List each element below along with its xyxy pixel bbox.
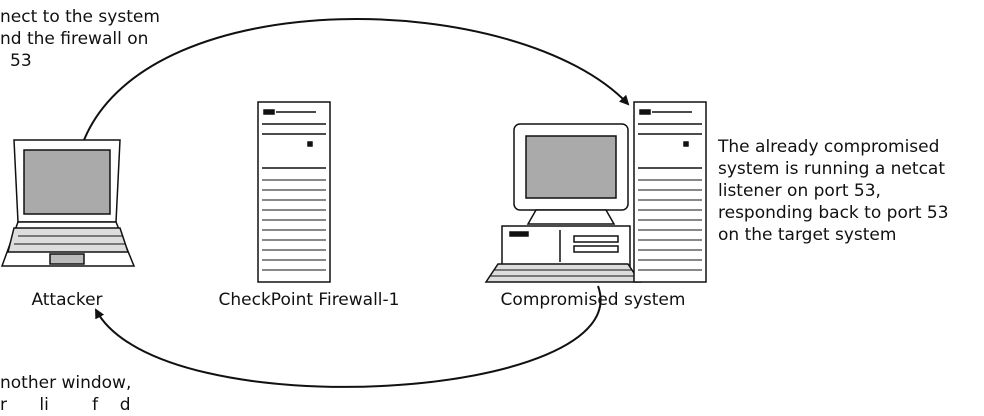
note-right-line-5: on the target system <box>718 225 897 245</box>
label-compromised-system: Compromised system <box>500 290 686 310</box>
note-top-line-1: nect to the system <box>0 7 160 27</box>
note-top-left: nect to the system nd the firewall on 53 <box>0 6 160 72</box>
note-right-line-4: responding back to port 53 <box>718 203 949 223</box>
connection-arrow-outbound <box>83 18 630 141</box>
note-bottom-line-2: r li f d <box>0 395 131 415</box>
label-firewall: CheckPoint Firewall-1 <box>218 290 400 310</box>
note-bottom-left: nother window, r li f d <box>0 372 131 416</box>
note-right-line-2: system is running a netcat <box>718 159 946 179</box>
note-right: The already compromised system is runnin… <box>718 136 949 246</box>
server-tower-icon <box>257 101 331 283</box>
note-bottom-line-1: nother window, <box>0 373 132 393</box>
note-right-line-1: The already compromised <box>718 137 940 157</box>
note-right-line-3: listener on port 53, <box>718 181 881 201</box>
server-tower-icon <box>633 101 707 283</box>
connection-arrow-return <box>95 285 602 388</box>
laptop-icon <box>0 139 136 267</box>
note-top-line-3: 53 <box>10 51 32 71</box>
note-top-line-2: nd the firewall on <box>0 29 149 49</box>
desktop-computer-icon <box>484 123 642 283</box>
label-attacker: Attacker <box>31 290 103 310</box>
